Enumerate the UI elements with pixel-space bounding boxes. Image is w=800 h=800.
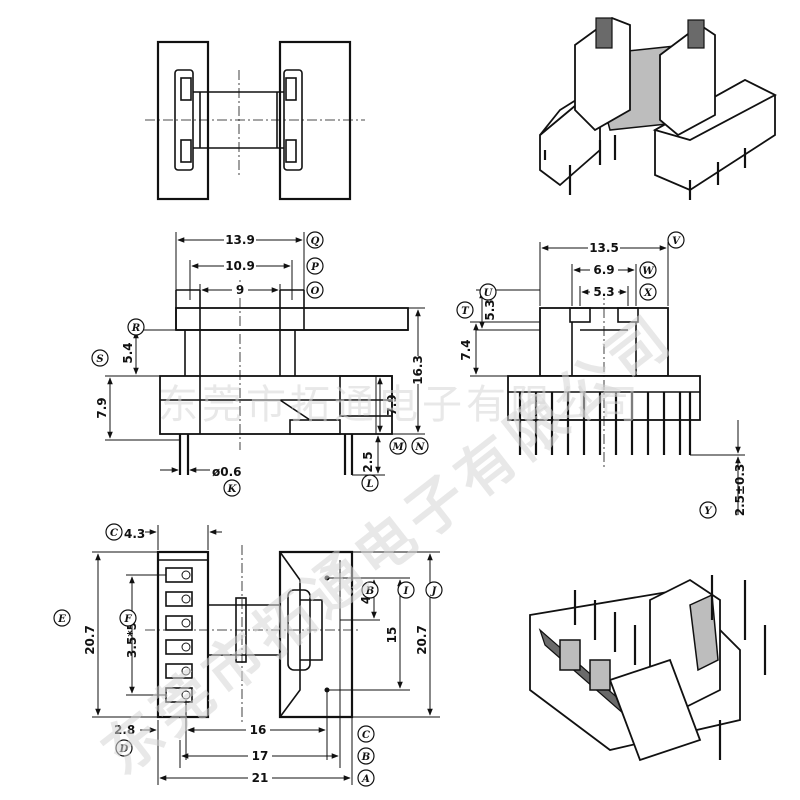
label-w: W	[639, 261, 657, 279]
side-view-pins	[518, 392, 692, 455]
dim-10-9: 10.9	[225, 259, 255, 273]
side-view-dimensions: 13.5 6.9 5.3 5.3 7.4 2.5±0.3	[459, 240, 747, 516]
top-view	[145, 40, 365, 201]
bottom-view-dimensions: 4.3 20.7 3.5*5 2.8 16 17 21	[83, 525, 440, 785]
label-a: A	[357, 769, 375, 787]
label-p: P	[306, 257, 324, 275]
label-d: D	[115, 739, 133, 757]
isometric-top-right	[539, 16, 777, 200]
label-n: N	[411, 437, 429, 455]
dim-2-5-tol: 2.5±0.3	[733, 464, 747, 517]
svg-text:I: I	[403, 586, 409, 597]
dim-pin-diameter: ø0.6	[212, 465, 242, 479]
label-s: S	[91, 349, 109, 367]
label-x: X	[639, 283, 657, 301]
label-v: V	[667, 231, 685, 249]
svg-text:X: X	[643, 288, 653, 299]
watermark-horizontal: 东莞市拓通电子有限公司	[158, 382, 642, 428]
svg-text:C: C	[110, 528, 118, 539]
svg-text:E: E	[57, 614, 66, 625]
label-f: F	[119, 609, 137, 627]
dim-4-3: 4.3	[124, 527, 145, 541]
dim-5-4: 5.4	[121, 342, 135, 363]
label-c-bottom: C	[357, 725, 375, 743]
label-i: I	[397, 581, 415, 599]
dim-20-7-right: 20.7	[415, 625, 429, 655]
dim-20-7-left: 20.7	[83, 625, 97, 655]
label-y: Y	[699, 501, 717, 519]
dim-16: 16	[250, 723, 267, 737]
label-b-bottom: B	[357, 747, 375, 765]
svg-text:M: M	[391, 442, 404, 453]
dim-3-5x5: 3.5*5	[125, 622, 139, 658]
label-b-right: B	[361, 581, 379, 599]
side-view	[507, 290, 701, 470]
svg-text:B: B	[365, 586, 374, 597]
dim-5-3-u: 5.3	[483, 299, 497, 320]
svg-text:B: B	[361, 752, 370, 763]
svg-text:D: D	[119, 744, 129, 755]
svg-text:L: L	[365, 479, 373, 490]
dim-2-8: 2.8	[114, 723, 135, 737]
svg-text:P: P	[310, 262, 319, 273]
label-o: O	[306, 281, 324, 299]
label-c-top: C	[105, 523, 123, 541]
svg-text:T: T	[461, 306, 470, 317]
dim-9: 9	[236, 283, 244, 297]
svg-text:N: N	[414, 442, 425, 453]
isometric-bottom-right	[529, 575, 767, 762]
dim-13-5: 13.5	[589, 241, 619, 255]
svg-text:V: V	[672, 236, 681, 247]
dim-2-5: 2.5	[361, 451, 375, 472]
svg-text:O: O	[311, 286, 320, 297]
dim-21: 21	[252, 771, 269, 785]
label-k: K	[223, 479, 241, 497]
dim-7-4: 7.4	[459, 339, 473, 360]
dim-5-3-x: 5.3	[593, 285, 614, 299]
front-view-dimensions: 13.9 10.9 9 5.4 7.9 16.3 7.9	[95, 232, 426, 479]
svg-text:Y: Y	[704, 506, 712, 517]
svg-text:W: W	[642, 266, 655, 277]
svg-text:R: R	[131, 323, 140, 334]
label-u: U	[479, 283, 497, 301]
dim-17: 17	[252, 749, 269, 763]
label-q: Q	[306, 231, 324, 249]
reference-letters: Q P O R S K L M N V W X T U Y C E F D B …	[53, 231, 717, 787]
svg-text:Q: Q	[311, 236, 320, 247]
svg-text:U: U	[484, 288, 494, 299]
dim-13-9: 13.9	[225, 233, 255, 247]
svg-text:J: J	[430, 586, 438, 597]
label-t: T	[456, 301, 474, 319]
dim-15: 15	[385, 627, 399, 644]
dim-7-9-left: 7.9	[95, 397, 109, 418]
label-l: L	[361, 474, 379, 492]
front-view	[159, 280, 409, 475]
dim-4: 4	[359, 596, 373, 604]
label-m: M	[389, 437, 407, 455]
svg-text:C: C	[362, 730, 370, 741]
svg-text:K: K	[227, 484, 238, 495]
label-e: E	[53, 609, 71, 627]
dim-7-9-right: 7.9	[385, 394, 399, 415]
svg-text:F: F	[123, 614, 132, 625]
svg-text:A: A	[361, 774, 370, 785]
svg-text:S: S	[96, 354, 103, 365]
label-j: J	[425, 581, 443, 599]
dim-16-3: 16.3	[411, 355, 425, 385]
label-r: R	[127, 318, 145, 336]
dim-6-9: 6.9	[593, 263, 614, 277]
